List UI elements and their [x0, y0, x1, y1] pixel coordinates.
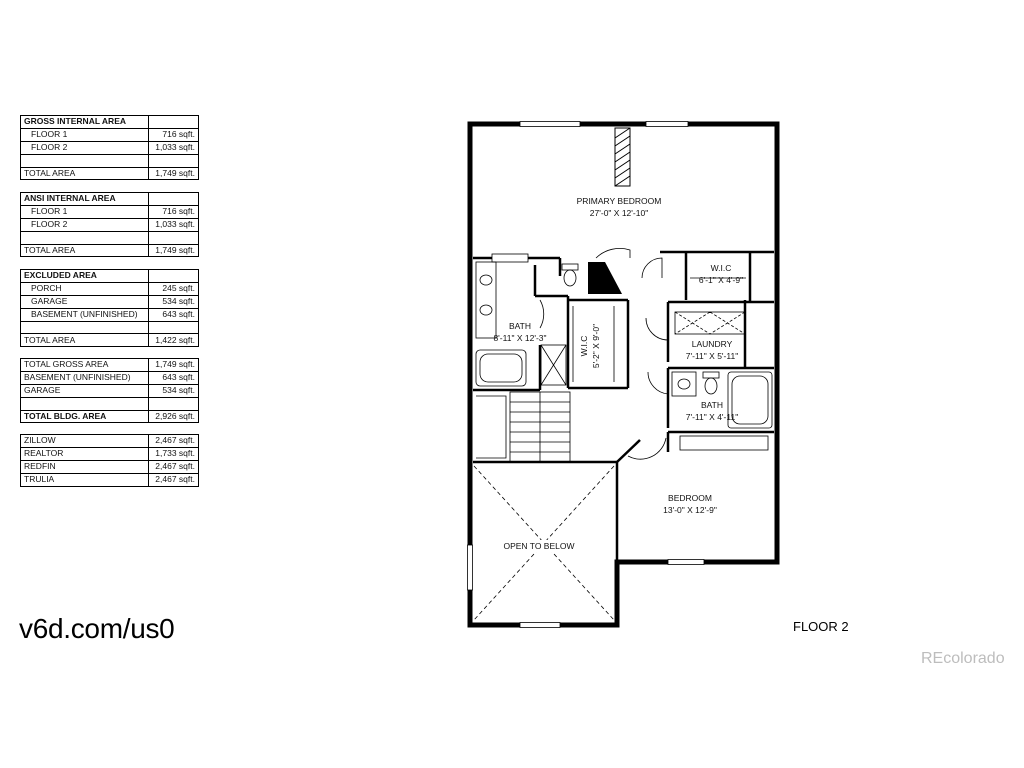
room-dimensions: 8'-11" X 12'-3": [493, 333, 546, 343]
area-row-label: TOTAL AREA: [20, 333, 149, 348]
room-label-bedroom: BEDROOM 13'-0" X 12'-9": [663, 493, 717, 515]
room-dimensions: 27'-0" X 12'-10": [590, 208, 648, 218]
area-table-row: [20, 153, 199, 168]
room-dimensions: 7'-11" X 4'-11": [686, 412, 738, 422]
area-table-row: BASEMENT (UNFINISHED)643 sqft.: [20, 307, 199, 322]
area-table-header-row: ANSI INTERNAL AREA: [20, 192, 199, 206]
room-label-laundry: LAUNDRY 7'-11" X 5'-11": [686, 339, 738, 361]
area-table-row: [20, 396, 199, 411]
brand-watermark: REcolorado: [921, 650, 1005, 667]
closet-shelving: [572, 277, 746, 382]
room-name: BEDROOM: [668, 493, 712, 503]
room-label-wic-primary: W.I.C 6'-1" X 4'-9": [699, 263, 743, 285]
room-name: BATH: [509, 321, 531, 331]
room-label-open-to-below: OPEN TO BELOW: [500, 540, 578, 552]
url-watermark: v6d.com/us0: [19, 613, 175, 644]
room-dimensions: 5'-2" X 9'-0": [591, 324, 601, 368]
fireplace: [614, 127, 631, 187]
mechanical-chase: [588, 262, 622, 294]
staircase: [476, 391, 571, 463]
room-name: PRIMARY BEDROOM: [577, 196, 662, 206]
room-name: BATH: [701, 400, 723, 410]
windows: [467, 121, 705, 628]
area-row-label: TOTAL BLDG. AREA: [20, 409, 149, 424]
area-row-value: 2,467 sqft.: [148, 472, 199, 487]
area-row-value: 2,926 sqft.: [148, 409, 199, 424]
room-dimensions: 6'-1" X 4'-9": [699, 275, 743, 285]
room-name: W.I.C: [711, 263, 732, 273]
room-name: OPEN TO BELOW: [503, 541, 574, 551]
room-label-wic-bath: W.I.C 5'-2" X 9'-0": [579, 324, 601, 368]
floor-label: FLOOR 2: [793, 619, 849, 634]
door-swings: [539, 248, 669, 460]
area-row-label: TRULIA: [20, 472, 149, 487]
area-row-value: 1,749 sqft.: [148, 243, 199, 258]
area-row-value: 643 sqft.: [148, 307, 199, 322]
interior-walls: [473, 250, 774, 562]
area-row-label: TOTAL AREA: [20, 243, 149, 258]
area-table-row: [20, 230, 199, 245]
room-dimensions: 13'-0" X 12'-9": [663, 505, 717, 515]
room-label-bath-secondary: BATH 7'-11" X 4'-11": [686, 400, 738, 422]
area-row-value: 1,749 sqft.: [148, 166, 199, 181]
room-name: LAUNDRY: [692, 339, 733, 349]
room-label-bath-primary: BATH 8'-11" X 12'-3": [493, 321, 546, 343]
room-dimensions: 7'-11" X 5'-11": [686, 351, 738, 361]
room-label-primary-bedroom: PRIMARY BEDROOM 27'-0" X 12'-10": [577, 196, 662, 218]
bath-fixtures: [475, 253, 773, 451]
area-row-value: 1,749 sqft.: [148, 358, 199, 372]
room-name: W.I.C: [579, 336, 589, 357]
area-table-row: BASEMENT (UNFINISHED)643 sqft.: [20, 370, 199, 385]
area-row-value: 1,422 sqft.: [148, 333, 199, 348]
